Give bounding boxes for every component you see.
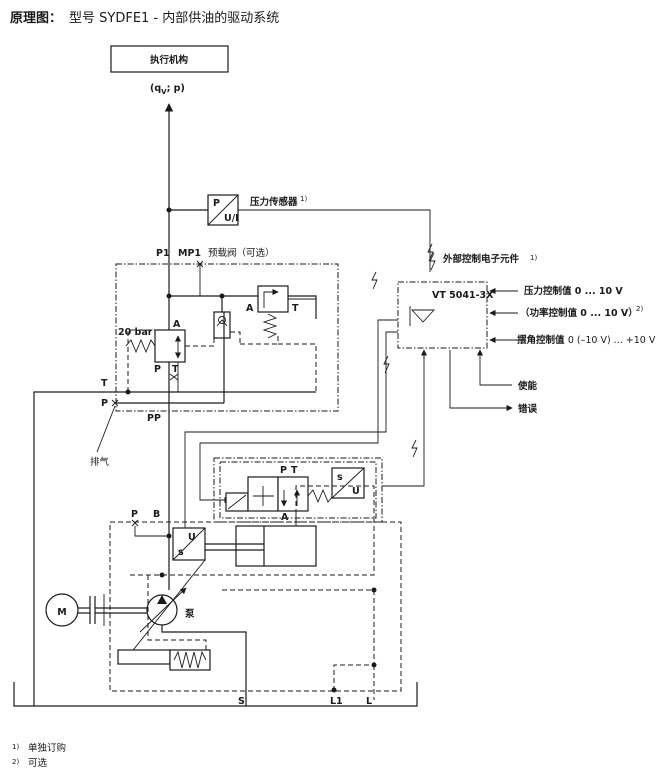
sensor-signal-line [238,209,431,272]
pos-sensor-s: s [337,472,343,483]
valve-port-t: T [172,364,179,375]
page-title: 型号 SYDFE1 - 内部供油的驱动系统 [69,10,279,26]
swivel-sensor-s: s [178,547,184,558]
enable-label: 使能 [517,380,538,392]
relief-valve-box [257,285,289,313]
port-p-left: P [101,398,108,409]
relief-port-a: A [246,303,254,314]
input-pressure-setpoint: 压力控制值 0 ... 10 V [524,285,623,297]
tank [13,682,418,707]
preload-valve-label: 预载阀（可选） [208,247,275,259]
check-valve [213,311,231,339]
footnote-1-num: 1) [12,743,19,751]
pos-sensor-u: U [352,486,360,497]
swivel-sensor-u: U [188,532,196,543]
prop-port-a: A [281,512,289,523]
preload-valve-enclosure [115,263,339,412]
sensor-p: P [213,198,220,209]
counter-piston [117,649,171,665]
preload-spring [125,338,156,354]
preload-main-valve [154,329,186,363]
vt5041-module [397,281,488,349]
relief-port-t: T [292,303,299,314]
motor-label: M [57,607,66,618]
stroke-cylinder [235,525,317,567]
footnote-1-text: 单独订购 [28,742,66,754]
exhaust-label: 排气 [90,456,110,468]
port-p1: P1 [156,248,170,259]
valve-port-p: P [154,364,161,375]
title-prefix: 原理图： [10,11,62,26]
sensor-ui: U/I [224,213,239,224]
footnote-2-num: 2) [12,758,19,766]
preload-20bar: 20 bar [118,327,153,338]
pressure-sensor-label: 压力传感器 [250,196,298,208]
port-mp1: MP1 [178,248,201,259]
flow-label: (qV; p) [150,83,185,96]
pump-port-p: P [131,509,138,520]
port-l: L [366,696,372,707]
motor [45,593,79,627]
footnote-2-text: 可选 [28,757,48,769]
port-pp: PP [147,413,161,424]
pump-label: 泵 [184,609,195,620]
pressure-sensor-note: 1) [300,195,307,203]
relief-spring [262,313,278,339]
port-t-left: T [101,378,108,389]
electronics-label: 外部控制电子元件 [442,253,520,265]
tank-return-line [33,391,128,706]
input-power-note: 2) [636,305,643,313]
error-label: 错误 [518,403,538,415]
input-power-setpoint: （功率控制值 0 ... 10 V） [520,307,638,319]
actuator-box [110,45,229,73]
prop-port-p: P [280,465,287,476]
pump-enclosure [109,521,402,692]
pump-port-b: B [153,509,160,520]
electric-signal-icon [427,243,434,262]
prop-spring [307,488,334,504]
port-s: S [238,696,245,707]
vent-point [111,399,119,407]
spring-cylinder [169,649,211,671]
port-l1: L1 [330,696,343,707]
valve-port-a: A [173,319,181,330]
input-swivel-setpoint: 摆角控制值 0 (–10 V) ... +10 V [517,334,656,346]
valve-pos-2 [277,476,309,512]
prop-port-t: T [291,465,298,476]
electronics-note: 1) [530,254,537,262]
actuator-label: 执行机构 [150,54,189,66]
vt5041-label: VT 5041-3X [432,290,494,301]
